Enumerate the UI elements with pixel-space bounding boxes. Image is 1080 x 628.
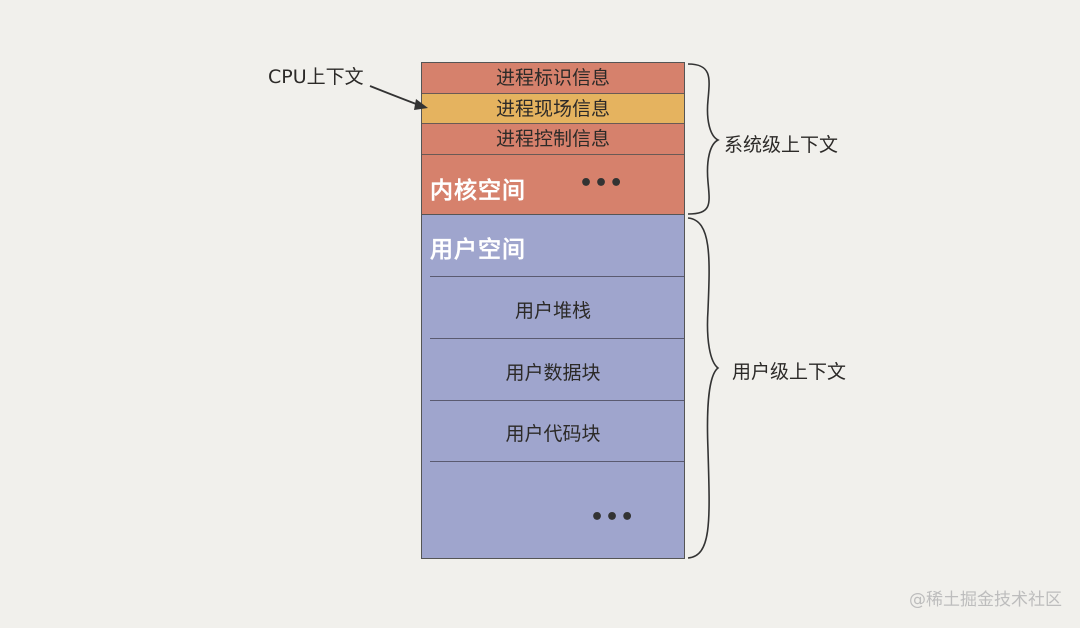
kernel-row-process-context: 进程现场信息 [422,93,684,124]
cpu-arrow [369,85,428,110]
kernel-block: 进程标识信息 进程现场信息 进程控制信息 内核空间 ••• [421,62,685,215]
kernel-ellipsis: ••• [579,171,625,196]
user-row-code: 用户代码块 [505,423,601,445]
user-row-data: 用户数据块 [505,362,601,384]
user-space-label: 用户空间 [430,237,526,263]
user-context-brace [687,217,720,559]
kernel-row-process-control: 进程控制信息 [422,124,684,155]
kernel-space-label: 内核空间 [430,178,526,204]
user-row-stack: 用户堆栈 [514,300,591,322]
user-divider-1 [430,276,684,277]
system-context-brace [687,63,720,215]
watermark: @稀土掘金技术社区 [909,590,1062,610]
cpu-context-label: CPU上下文 [268,66,364,88]
user-block: 用户空间 用户堆栈 用户数据块 用户代码块 ••• [421,215,685,559]
user-divider-3 [430,400,684,401]
user-divider-4 [430,461,684,462]
user-divider-2 [430,338,684,339]
system-context-label: 系统级上下文 [724,134,839,156]
user-ellipsis: ••• [590,505,636,530]
user-context-label: 用户级上下文 [732,361,847,383]
